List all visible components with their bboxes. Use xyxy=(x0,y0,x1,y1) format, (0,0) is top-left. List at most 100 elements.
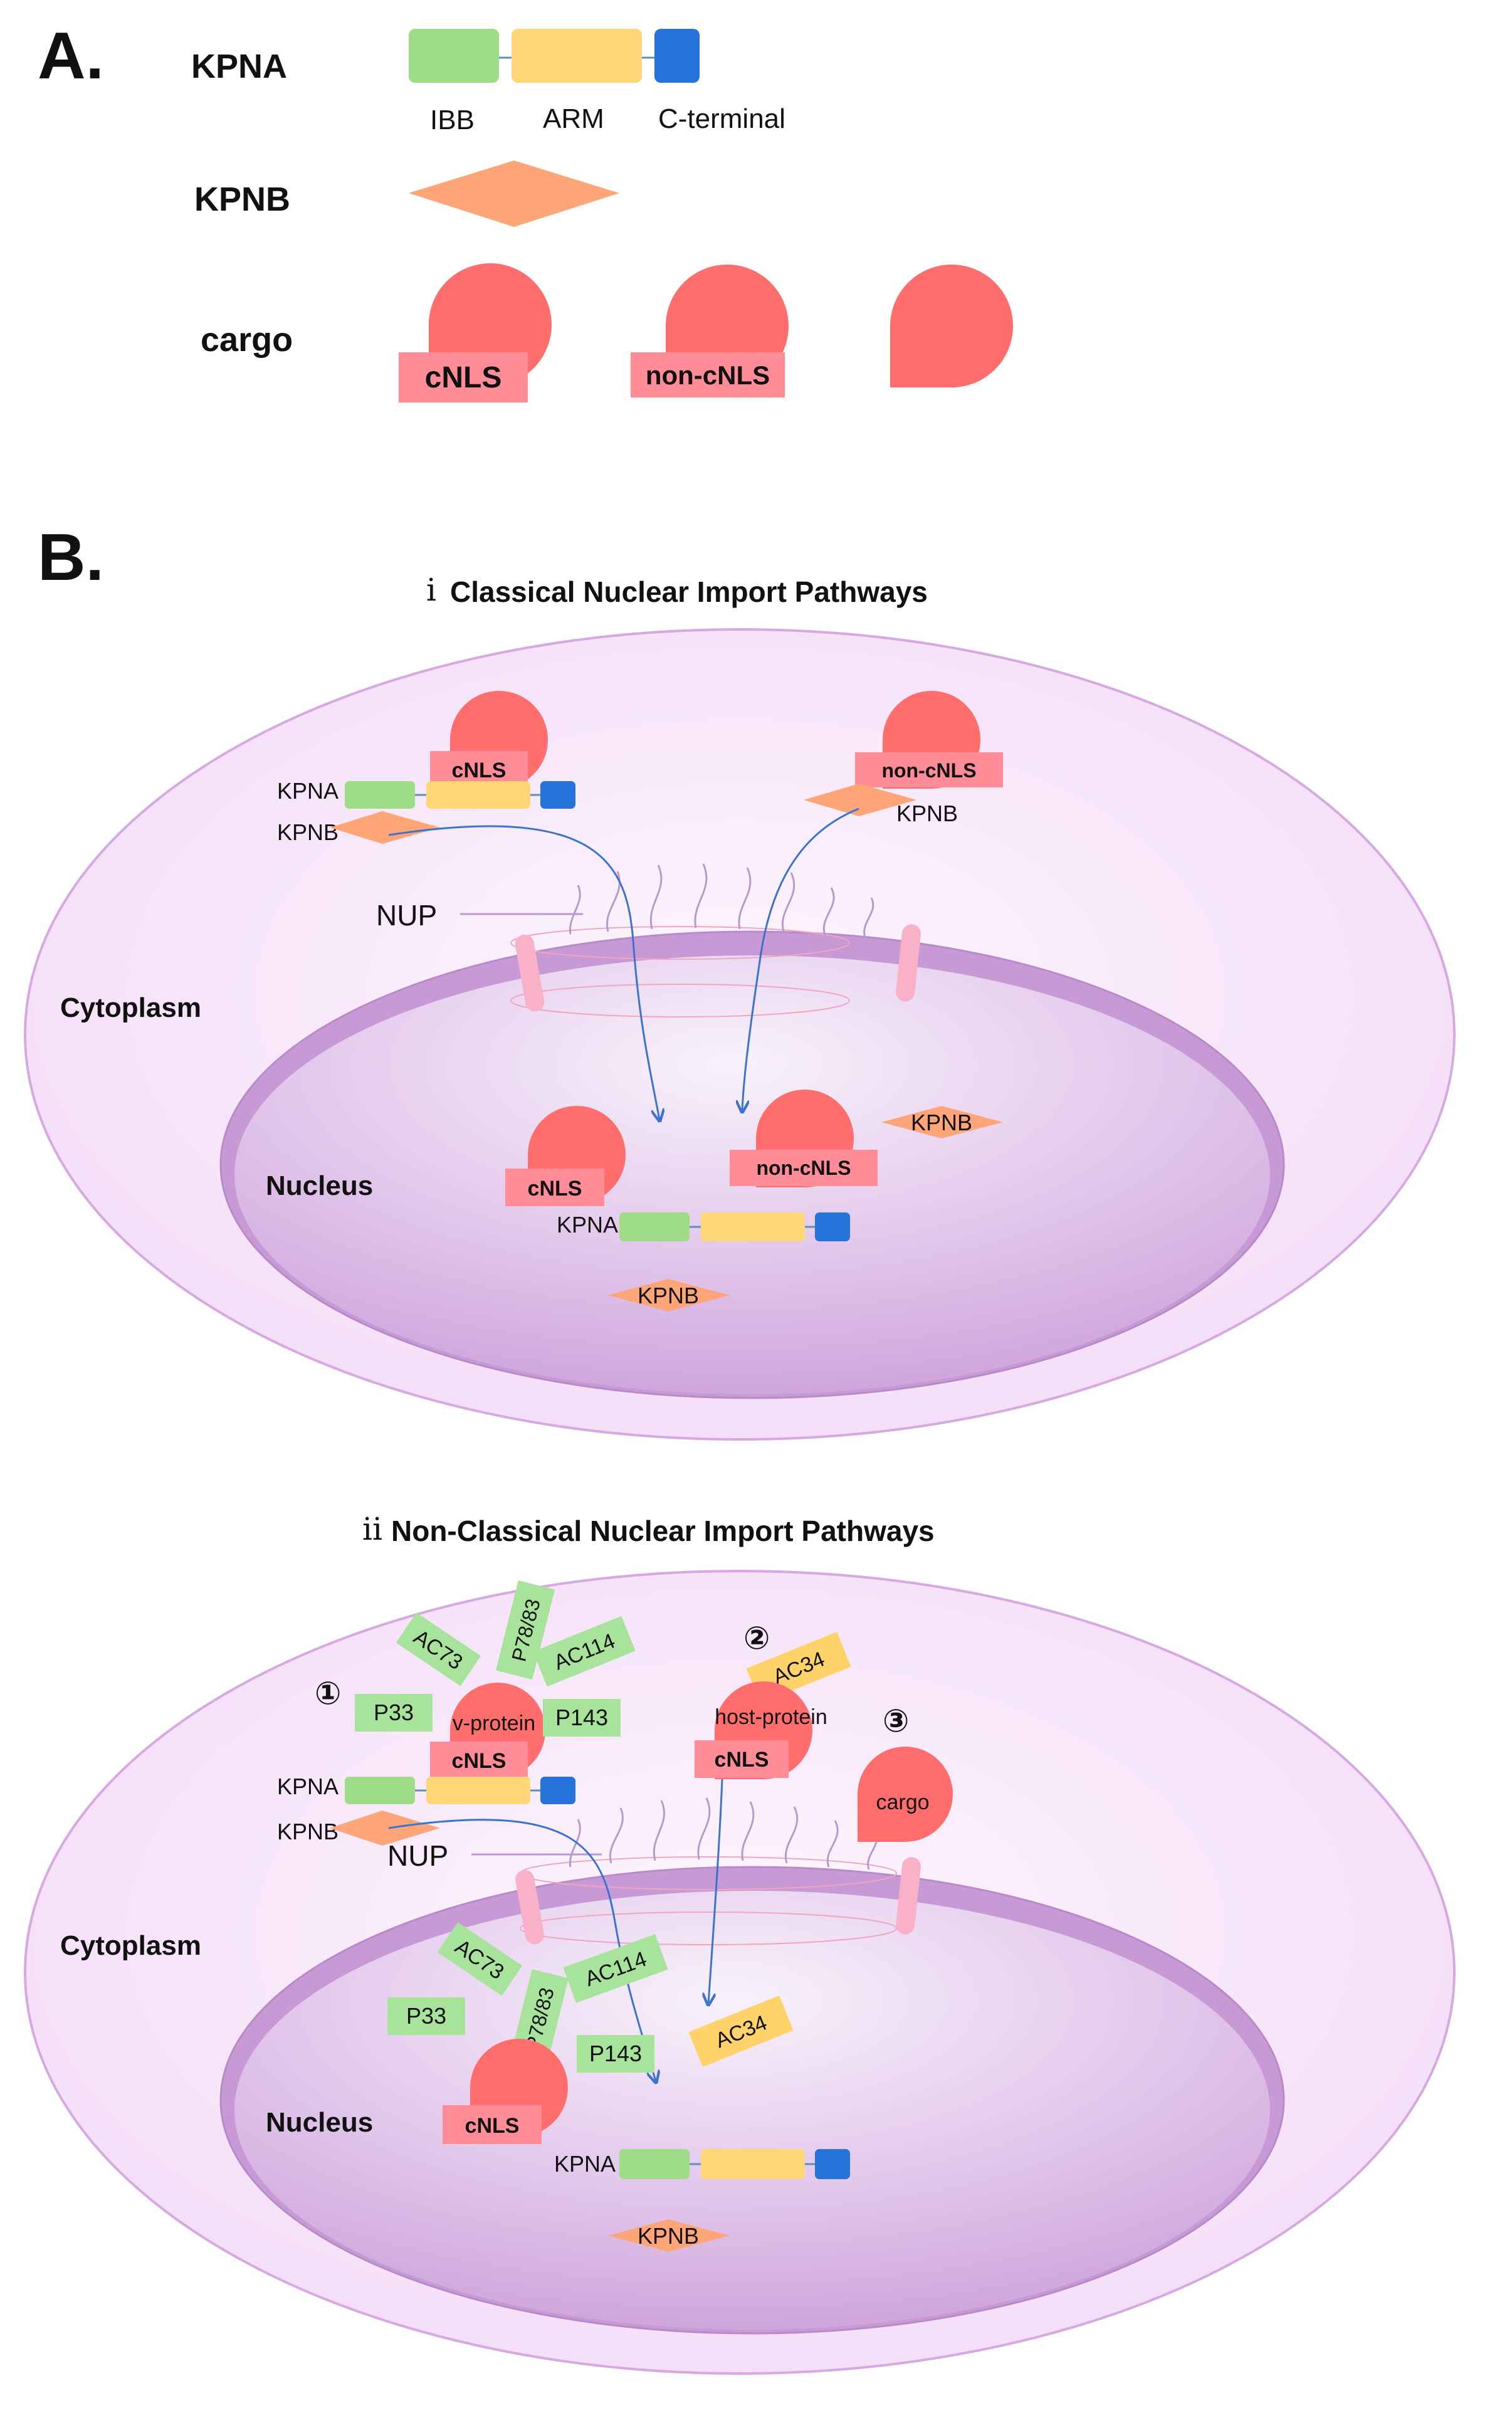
v-protein-label: v-protein xyxy=(453,1711,535,1735)
noncnls-box-nuc-i xyxy=(730,1150,878,1186)
pathway-1-complex-ii: ① AC73 P78/83 AC114 P33 P143 v-protein c… xyxy=(277,1580,636,1846)
kpna-arm-i xyxy=(426,781,530,809)
nucleus-contents-ii: AC73 P78/83 AC114 P33 P143 AC34 cNLS KPN… xyxy=(387,1922,850,2252)
legend-cnls-label: cNLS xyxy=(425,361,502,394)
legend-arm-label: ARM xyxy=(543,103,604,134)
panel-a: A. KPNA IBB ARM C-terminal KPNB cargo cN… xyxy=(38,19,1013,402)
cytoplasm-noncnls-complex-i: non-cNLS KPNB xyxy=(804,691,1003,826)
legend-cargo-plain-shape xyxy=(890,265,1013,387)
kpna-arm-nuc-i xyxy=(701,1212,805,1241)
legend-kpnb-label: KPNB xyxy=(194,181,290,218)
pathway-3-complex-ii: ③ cargo xyxy=(858,1703,953,1842)
host-protein-label: host-protein xyxy=(715,1705,827,1729)
cytoplasm-i-label: Cytoplasm xyxy=(60,992,201,1023)
ac114-cyto-box xyxy=(533,1616,636,1687)
cnls-ii-label: cNLS xyxy=(452,1749,507,1773)
panel-a-label: A. xyxy=(38,19,104,93)
nup-i-label: NUP xyxy=(376,899,437,932)
ac114-nuc-box xyxy=(563,1934,668,2003)
cnls-i-label: cNLS xyxy=(452,759,507,782)
legend-noncnls-label: non-cNLS xyxy=(646,360,770,390)
legend-cterminal-label: C-terminal xyxy=(658,103,785,134)
pore-pillar-left-i xyxy=(515,934,545,1012)
noncnls-nuc-i-label: non-cNLS xyxy=(756,1157,851,1179)
kpnb-ii-diamond xyxy=(330,1811,440,1846)
kpna-i-label: KPNA xyxy=(277,778,339,804)
legend-kpna-label: KPNA xyxy=(191,48,287,85)
host-cnls-label: cNLS xyxy=(715,1748,769,1772)
pathway-ii-title: Non-Classical Nuclear Import Pathways xyxy=(391,1515,935,1547)
nup-fiber-ii-7 xyxy=(826,1820,839,1868)
pore-ring-bottom-i xyxy=(510,984,850,1017)
kpna-arm-ii xyxy=(426,1777,530,1804)
kpna-ibb-nuc-ii xyxy=(619,2149,690,2179)
p33-cyto-box xyxy=(355,1694,433,1732)
nup-fiber-i-7 xyxy=(822,887,835,936)
nucleus-i-label: Nucleus xyxy=(266,1170,373,1201)
pathway-2-complex-ii: ② AC34 host-protein cNLS xyxy=(695,1621,851,1779)
legend-kpnb-diamond xyxy=(409,160,619,227)
nup-fiber-i-6 xyxy=(781,872,795,932)
nup-fiber-i-8 xyxy=(863,897,874,938)
kpnb-nuc-i-2-diamond xyxy=(608,1279,730,1312)
import-arrow-cnls-i xyxy=(388,825,659,1120)
kpna-nuc-ii-label: KPNA xyxy=(554,2151,616,2177)
cnls-nuc-ii-label: cNLS xyxy=(465,2114,520,2138)
panel-b-label: B. xyxy=(38,520,104,594)
kpnb-i-diamond xyxy=(330,811,440,844)
ac73-nuc-box xyxy=(437,1922,523,1996)
kpna-arm-nuc-ii xyxy=(701,2149,805,2179)
kpnb-noncnls-i-label: KPNB xyxy=(896,801,958,826)
kpna-nuc-i-label: KPNA xyxy=(557,1212,618,1238)
kpnb-noncnls-i-diamond xyxy=(804,784,916,816)
legend-ibb-domain xyxy=(409,29,499,83)
noncnls-i-label: non-cNLS xyxy=(881,759,976,782)
legend-cnls-box xyxy=(399,352,528,402)
pathway-i-numeral: i xyxy=(426,572,436,608)
pore-pillar-left-ii xyxy=(515,1869,544,1945)
kpnb-nuc-i-1-diamond xyxy=(881,1106,1003,1138)
panel-b-ii: ii Non-Classical Nuclear Import Pathways… xyxy=(24,1511,1456,2375)
nup-fiber-ii-2 xyxy=(609,1807,624,1864)
cnls-box-ii xyxy=(430,1742,528,1778)
import-arrow-noncnls-i xyxy=(742,807,859,1111)
p143-cyto-box xyxy=(543,1699,621,1737)
kpna-ii-label: KPNA xyxy=(277,1774,339,1799)
kpnb-i-label: KPNB xyxy=(277,819,339,845)
kpnb-ii-label: KPNB xyxy=(277,1819,339,1844)
kpnb-nuc-ii-diamond xyxy=(608,2219,730,2252)
ac34-nuc-box xyxy=(688,1995,794,2068)
nup-fiber-ii-4 xyxy=(697,1797,711,1860)
nup-fiber-i-2 xyxy=(606,871,621,932)
p33-cyto-label: P33 xyxy=(374,1700,414,1725)
kpnb-nuc-i-2-label: KPNB xyxy=(638,1283,699,1308)
cnls-box-nuc-ii xyxy=(443,2105,542,2144)
pathway-i-title: Classical Nuclear Import Pathways xyxy=(450,576,928,608)
nup-ii-label: NUP xyxy=(387,1839,448,1872)
marker-2: ② xyxy=(743,1621,770,1656)
panel-b-i: i Classical Nuclear Import Pathways Cyto… xyxy=(24,572,1456,1441)
import-arrow-vprotein-ii xyxy=(388,1819,656,2081)
nup-fiber-ii-5 xyxy=(741,1801,755,1861)
cnls-box-nuc-i xyxy=(505,1169,604,1206)
pathway-ii-numeral: ii xyxy=(362,1511,382,1547)
kpna-cterm-ii xyxy=(540,1777,575,1804)
kpna-ibb-ii xyxy=(345,1777,415,1804)
kpnb-nuc-i-1-label: KPNB xyxy=(911,1110,972,1135)
import-arrow-host-ii xyxy=(708,1779,723,2004)
nup-fiber-i-1 xyxy=(569,885,581,935)
p33-nuc-label: P33 xyxy=(406,2003,446,2029)
nup-fiber-ii-3 xyxy=(653,1800,665,1861)
p143-cyto-label: P143 xyxy=(555,1705,608,1730)
nucleus-contents-i: cNLS non-cNLS KPNB KPNA KPNB xyxy=(505,1090,1003,1312)
legend-arm-domain xyxy=(512,29,642,83)
pore-pillar-right-i xyxy=(896,924,921,1002)
legend-noncnls-box xyxy=(631,352,785,397)
nucleus-ii xyxy=(234,1891,1270,2330)
nup-fiber-i-4 xyxy=(694,863,708,928)
marker-1: ① xyxy=(315,1676,341,1711)
marker-3: ③ xyxy=(883,1703,909,1738)
noncnls-box-i xyxy=(855,752,1003,787)
kpnb-nuc-ii-label: KPNB xyxy=(638,2223,699,2249)
